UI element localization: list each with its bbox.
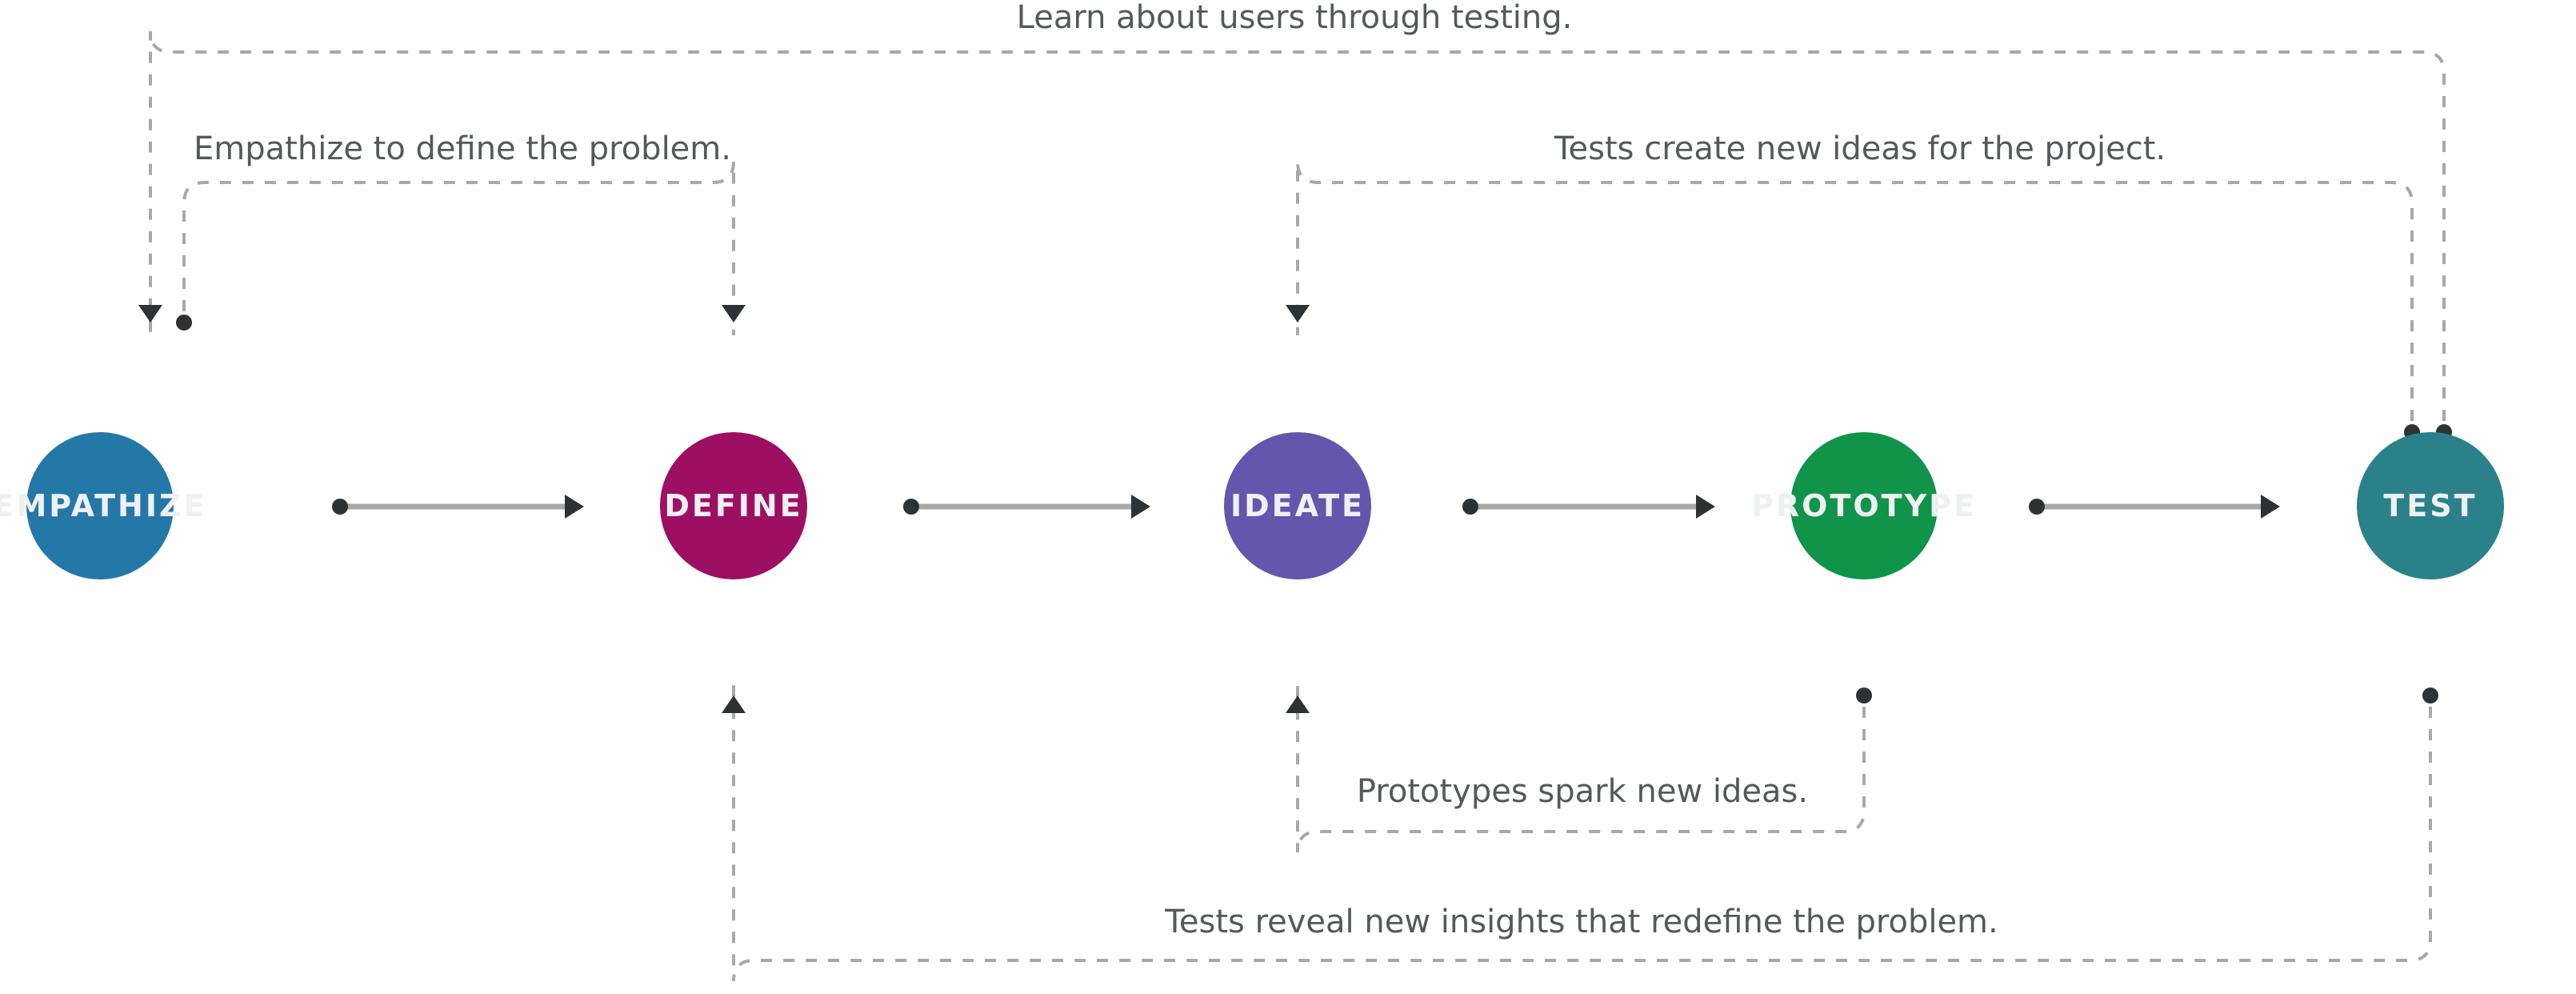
forward-arrow-dot-ideate-to-prototype <box>1462 499 1478 515</box>
feedback-arrowhead-learn-about-users <box>138 305 162 323</box>
stage-label-ideate: IDEATE <box>1230 488 1365 523</box>
feedback-label-learn-about-users: Learn about users through testing. <box>1017 0 1573 36</box>
feedback-arrowhead-empathize-to-define-problem <box>722 305 746 323</box>
stage-circle-prototype[interactable] <box>1790 432 1938 579</box>
forward-arrowhead-prototype-to-test <box>2261 495 2280 519</box>
feedback-arrowhead-tests-reveal-new-insights <box>722 695 746 713</box>
feedback-source-dot-empathize-to-define-problem <box>176 315 192 331</box>
stage-node-layer: EMPATHIZE DEFINE IDEATE PROTOTYPE TEST <box>0 432 2504 579</box>
feedback-label-tests-reveal-new-insights: Tests reveal new insights that redefine … <box>1164 904 1998 940</box>
feedback-loop-layer <box>138 30 2452 982</box>
stage-node-define[interactable]: DEFINE <box>660 432 807 579</box>
feedback-path-prototypes-spark-new-ideas <box>1296 683 1866 853</box>
forward-arrow-dot-empathize-to-define <box>332 499 348 515</box>
stage-circle-empathize[interactable] <box>26 432 174 579</box>
stage-node-ideate[interactable]: IDEATE <box>1224 432 1371 579</box>
stage-label-define: DEFINE <box>664 488 802 523</box>
forward-arrow-dot-prototype-to-test <box>2029 499 2045 515</box>
feedback-source-dot-tests-reveal-new-insights <box>2422 687 2438 703</box>
feedback-arrowhead-prototypes-spark-new-ideas <box>1286 695 1310 713</box>
feedback-label-tests-create-new-ideas: Tests create new ideas for the project. <box>1554 130 2166 167</box>
stage-circle-test[interactable] <box>2357 432 2504 579</box>
stage-node-test[interactable]: TEST <box>2357 432 2504 579</box>
feedback-path-learn-about-users <box>149 30 2446 421</box>
stage-circle-ideate[interactable] <box>1224 432 1371 579</box>
forward-arrow-dot-define-to-ideate <box>903 499 919 515</box>
stage-node-prototype[interactable]: PROTOTYPE <box>1751 432 1977 579</box>
stage-circle-define[interactable] <box>660 432 807 579</box>
forward-arrowhead-empathize-to-define <box>565 495 584 519</box>
stage-label-empathize: EMPATHIZE <box>0 488 206 523</box>
feedback-label-empathize-to-define-problem: Empathize to define the problem. <box>194 130 731 167</box>
forward-arrowhead-ideate-to-prototype <box>1696 495 1715 519</box>
feedback-label-layer: Learn about users through testing. Empath… <box>194 0 2166 940</box>
stage-node-empathize[interactable]: EMPATHIZE <box>0 432 206 579</box>
feedback-path-empathize-to-define-problem <box>182 161 735 335</box>
forward-arrowhead-define-to-ideate <box>1131 495 1150 519</box>
feedback-source-dot-prototypes-spark-new-ideas <box>1856 687 1872 703</box>
forward-arrow-layer <box>332 495 2280 519</box>
feedback-arrowhead-tests-create-new-ideas <box>1286 305 1310 323</box>
feedback-path-tests-create-new-ideas <box>1296 161 2414 421</box>
stage-label-test: TEST <box>2383 488 2477 523</box>
stage-label-prototype: PROTOTYPE <box>1751 488 1977 523</box>
feedback-label-prototypes-spark-new-ideas: Prototypes spark new ideas. <box>1357 773 1808 810</box>
